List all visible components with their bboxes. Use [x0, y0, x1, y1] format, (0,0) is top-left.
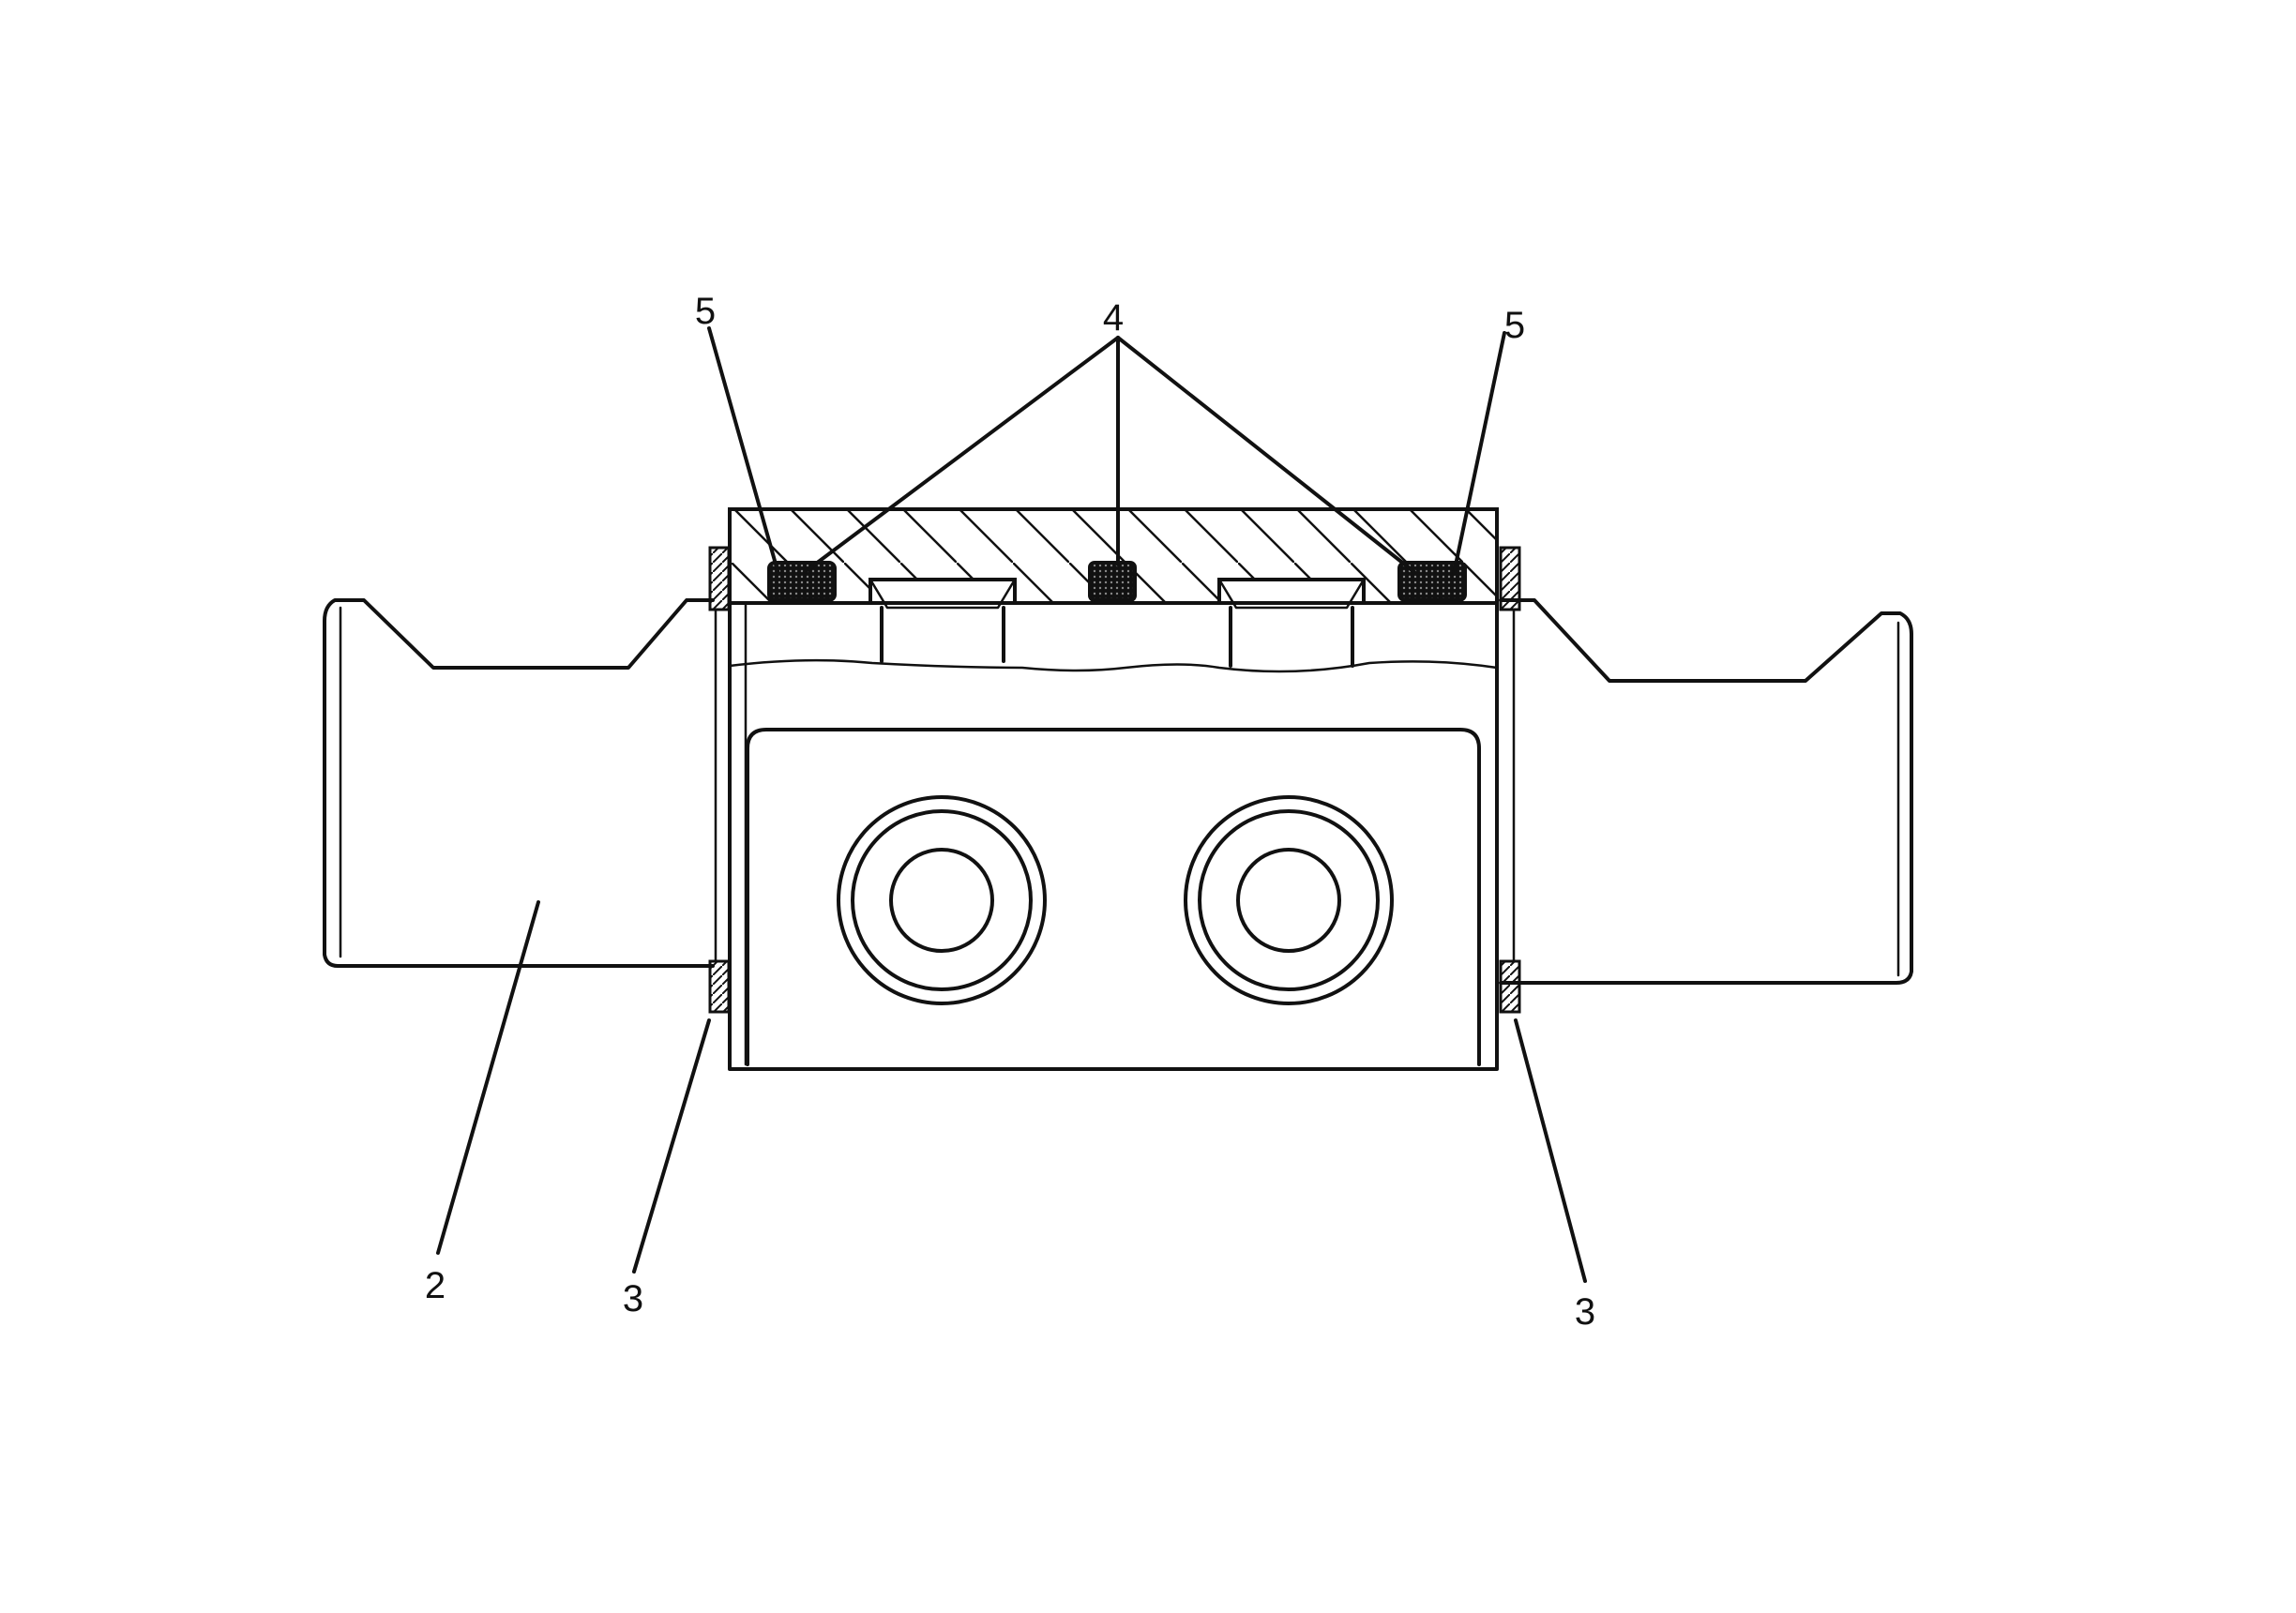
callout-labels: 5 4 5 2 3 3: [425, 291, 1595, 1333]
label-ring-right: 5: [1504, 305, 1525, 346]
label-ring-left: 5: [695, 291, 716, 332]
inner-window: [746, 728, 1481, 1066]
right-washer: [1499, 546, 1521, 1014]
groove-left: [869, 578, 1017, 663]
left-washer: [708, 546, 731, 1014]
hub-body: [728, 601, 1499, 1071]
leader-lines: [436, 326, 1587, 1283]
label-seals: 4: [1103, 297, 1124, 339]
groove-right: [1217, 578, 1366, 668]
left-shaft: [323, 598, 715, 968]
right-shaft: [1499, 598, 1913, 985]
label-shaft: 2: [425, 1265, 446, 1306]
seal-left: [767, 561, 837, 602]
bore-right: [1184, 795, 1394, 1005]
bore-left: [837, 795, 1047, 1005]
label-washer-left: 3: [623, 1278, 643, 1319]
label-washer-right: 3: [1575, 1291, 1595, 1333]
seal-center: [1088, 561, 1137, 602]
